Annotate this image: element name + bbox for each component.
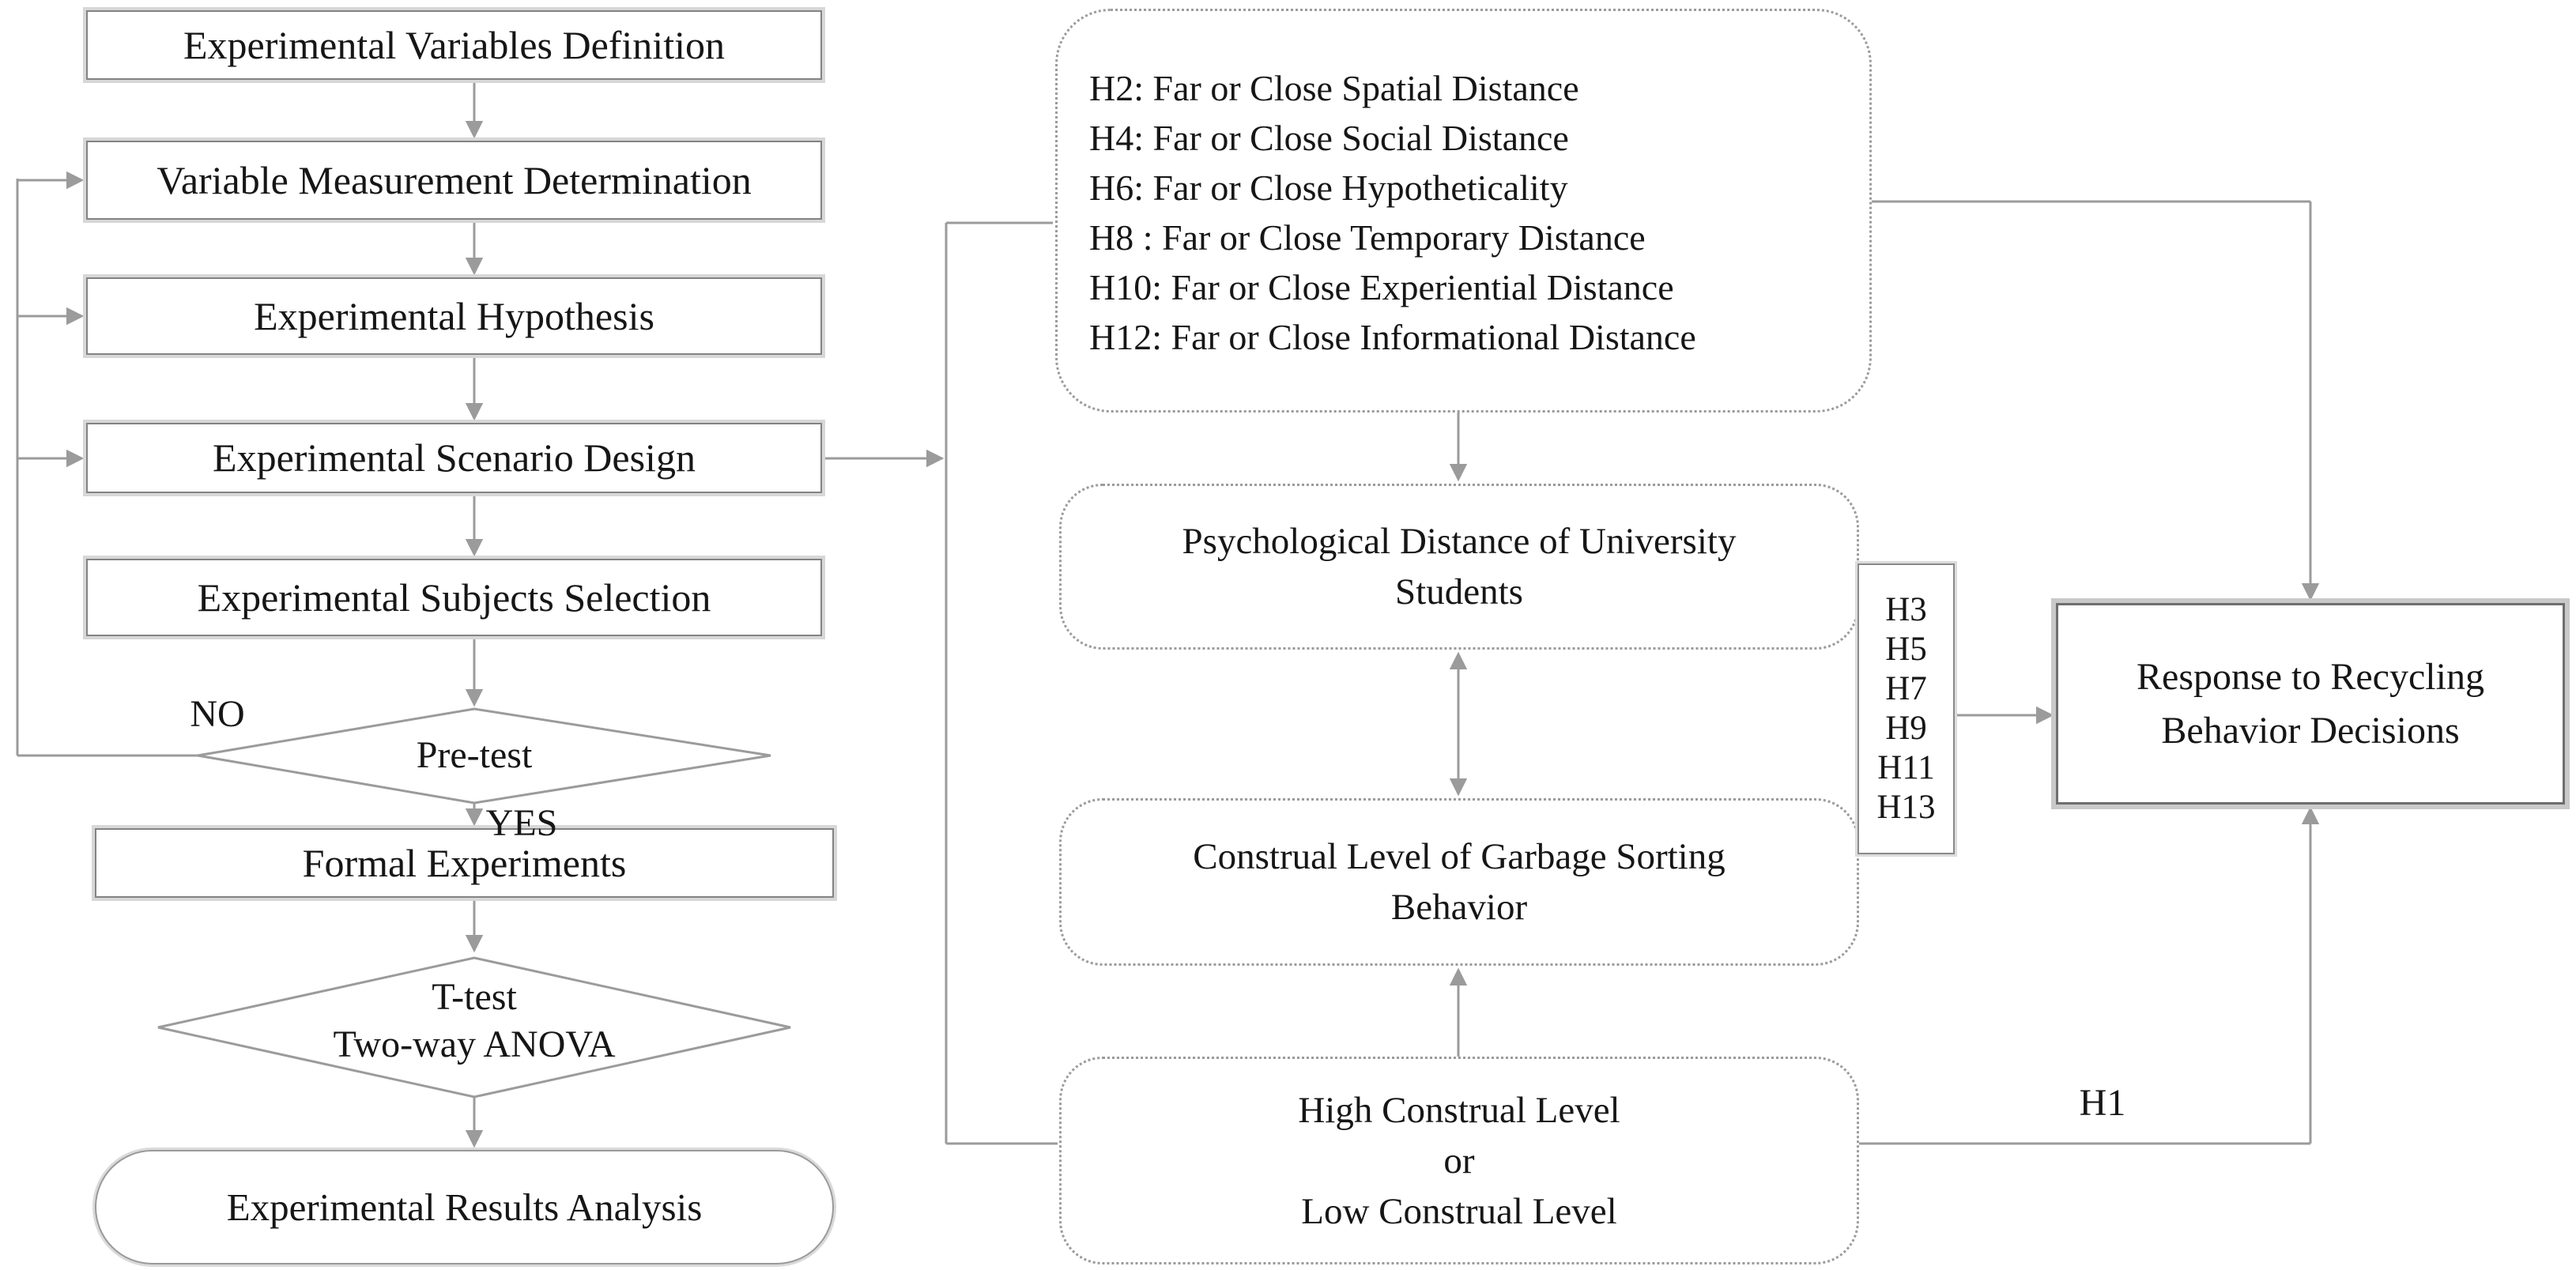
analysis-diamond-shape [157, 956, 791, 1099]
box-high-low-construal-level: High Construal Level or Low Construal Le… [1059, 1057, 1859, 1264]
step-label: Experimental Subjects Selection [197, 575, 711, 620]
h-label: H9 [1885, 710, 1927, 747]
box-experimental-subjects-selection: Experimental Subjects Selection [86, 559, 822, 636]
hypothesis-line: H2: Far or Close Spatial Distance [1089, 68, 1579, 108]
box-formal-experiments: Formal Experiments [95, 828, 834, 898]
step-label: Experimental Scenario Design [213, 435, 696, 480]
terminal-label: Experimental Results Analysis [226, 1185, 703, 1229]
psychological-line1: Psychological Distance of University [1182, 521, 1737, 562]
level-line1: High Construal Level [1298, 1089, 1620, 1131]
pretest-label: Pre-test [416, 734, 533, 776]
response-line1: Response to Recycling [2137, 655, 2484, 698]
box-psychological-distance: Psychological Distance of University Stu… [1059, 484, 1859, 650]
hypothesis-line: H6: Far or Close Hypotheticality [1089, 168, 1568, 208]
level-line3: Low Construal Level [1301, 1190, 1617, 1232]
h-label: H11 [1877, 749, 1935, 786]
hypothesis-line: H12: Far or Close Informational Distance [1089, 317, 1696, 357]
psychological-line2: Students [1395, 571, 1523, 612]
step-label: Experimental Variables Definition [183, 22, 725, 67]
box-response-recycling-decisions: Response to Recycling Behavior Decisions [2056, 603, 2565, 805]
box-hypotheses-h2-h12: H2: Far or Close Spatial Distance H4: Fa… [1055, 9, 1872, 413]
yes-label: YES [485, 802, 558, 844]
box-experimental-hypothesis: Experimental Hypothesis [86, 277, 822, 355]
h-label: H5 [1885, 631, 1927, 668]
construal-line1: Construal Level of Garbage Sorting [1193, 836, 1726, 877]
h-label: H3 [1885, 591, 1927, 628]
h-label: H7 [1885, 670, 1927, 707]
h1-label: H1 [2079, 1082, 2126, 1124]
box-construal-level: Construal Level of Garbage Sorting Behav… [1059, 798, 1859, 966]
terminator-experimental-results-analysis: Experimental Results Analysis [95, 1150, 834, 1264]
h-label: H13 [1876, 789, 1936, 826]
box-experimental-scenario-design: Experimental Scenario Design [86, 423, 822, 493]
decision-shapes [157, 707, 791, 1099]
hypothesis-line: H8 : Far or Close Temporary Distance [1089, 217, 1646, 258]
pretest-diamond-shape [197, 707, 771, 805]
anova-label: Two-way ANOVA [333, 1023, 616, 1065]
box-experimental-variables-definition: Experimental Variables Definition [86, 10, 822, 80]
step-label: Experimental Hypothesis [254, 293, 654, 338]
response-line2: Behavior Decisions [2161, 709, 2460, 752]
right-flow-connectors [822, 200, 2320, 1145]
hypothesis-line: H10: Far or Close Experiential Distance [1089, 267, 1674, 307]
step-label: Variable Measurement Determination [157, 157, 752, 202]
hypothesis-line: H4: Far or Close Social Distance [1089, 118, 1569, 158]
ttest-label: T-test [432, 976, 517, 1018]
step-label: Formal Experiments [302, 840, 627, 885]
level-line2: or [1443, 1140, 1475, 1181]
analysis-decision-label: T-test Two-way ANOVA [261, 974, 688, 1068]
box-h3-h13-list: H3 H5 H7 H9 H11 H13 [1858, 563, 1955, 854]
construal-line2: Behavior [1390, 887, 1528, 928]
no-label: NO [190, 693, 245, 735]
feedback-loop-connectors [16, 171, 198, 757]
box-variable-measurement-determination: Variable Measurement Determination [86, 141, 822, 220]
